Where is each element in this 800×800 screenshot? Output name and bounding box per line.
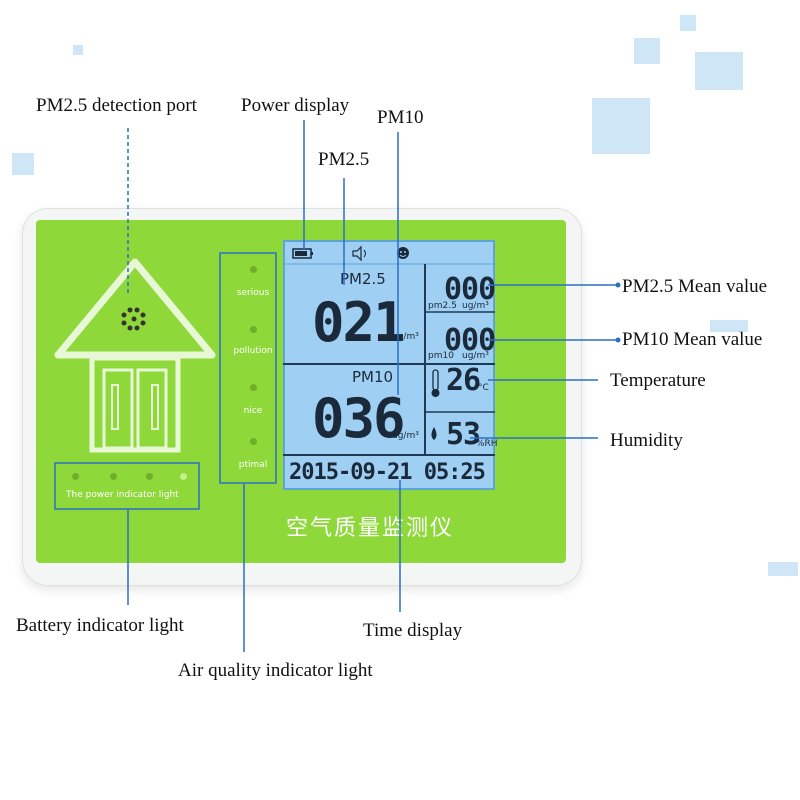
callout-pm10: PM10 (377, 107, 424, 128)
lcd-datetime: 2015-09-21 05:25 (289, 460, 486, 485)
lcd-pm25-label: PM2.5 (340, 270, 386, 288)
lcd-temperature-unit: °C (478, 383, 489, 393)
lcd-temperature-value: 26 (446, 363, 481, 398)
air-quality-led-serious (250, 266, 257, 273)
lcd-pm10-mean-unit: ug/m³ (462, 351, 489, 361)
lcd-humidity-unit: %RH (476, 439, 498, 449)
decor-square (73, 45, 83, 55)
air-quality-led-ptimal (250, 438, 257, 445)
air-quality-label-ptimal: ptimal (238, 460, 268, 470)
lcd-pm10-label: PM10 (352, 368, 394, 386)
detection-port-icon (121, 307, 146, 331)
droplet-icon (431, 427, 437, 440)
decor-square (12, 153, 34, 175)
lcd-pm10-value: 036 (312, 387, 406, 450)
air-quality-led-nice (250, 384, 257, 391)
decor-square (592, 98, 650, 154)
power-indicator-led (72, 473, 79, 480)
callout-pm25: PM2.5 (318, 149, 370, 170)
air-quality-label-serious: serious (236, 288, 270, 298)
callout-pm25-detection-port: PM2.5 detection port (36, 95, 197, 116)
power-indicator-label: The power indicator light (66, 490, 179, 500)
decor-square (634, 38, 660, 64)
air-quality-label-nice: nice (243, 406, 263, 416)
callout-temperature: Temperature (610, 370, 706, 391)
callout-battery-indicator: Battery indicator light (16, 615, 184, 636)
lcd-pm25-mean-unit: ug/m³ (462, 301, 489, 311)
battery-icon (292, 248, 313, 259)
decor-square (695, 52, 743, 90)
lcd-pm25-mean-label: pm2.5 (428, 301, 457, 311)
power-indicator-led (110, 473, 117, 480)
speaker-icon (352, 245, 366, 262)
lcd-pm10-mean-value: 000 (444, 323, 496, 358)
house-graphic (54, 258, 216, 453)
lcd-pm25-mean-value: 000 (444, 272, 496, 307)
thermometer-icon (431, 369, 440, 397)
smiley-icon (397, 247, 409, 259)
callout-humidity: Humidity (610, 430, 683, 451)
lcd-pm10-unit: ug/m³ (392, 431, 419, 441)
power-indicator-led (146, 473, 153, 480)
power-indicator-led (180, 473, 187, 480)
air-quality-label-pollution: pollution (233, 346, 273, 356)
decor-square (768, 562, 798, 576)
decor-square (680, 15, 696, 31)
callout-power-display: Power display (241, 95, 350, 116)
callout-air-quality-indicator: Air quality indicator light (178, 660, 373, 681)
callout-pm25-mean: PM2.5 Mean value (622, 276, 768, 297)
air-quality-led-pollution (250, 326, 257, 333)
lcd-pm25-value: 021 (312, 291, 406, 354)
device-name: 空气质量监测仪 (286, 516, 455, 541)
lcd-pm25-unit: ug/m³ (392, 332, 419, 342)
lcd-pm10-mean-label: pm10 (428, 351, 454, 361)
decor-square (710, 320, 748, 332)
callout-time-display: Time display (363, 620, 463, 641)
lcd-humidity-value: 53 (446, 417, 481, 452)
lcd-grid (283, 245, 495, 456)
callout-pm10-mean: PM10 Mean value (622, 329, 763, 350)
